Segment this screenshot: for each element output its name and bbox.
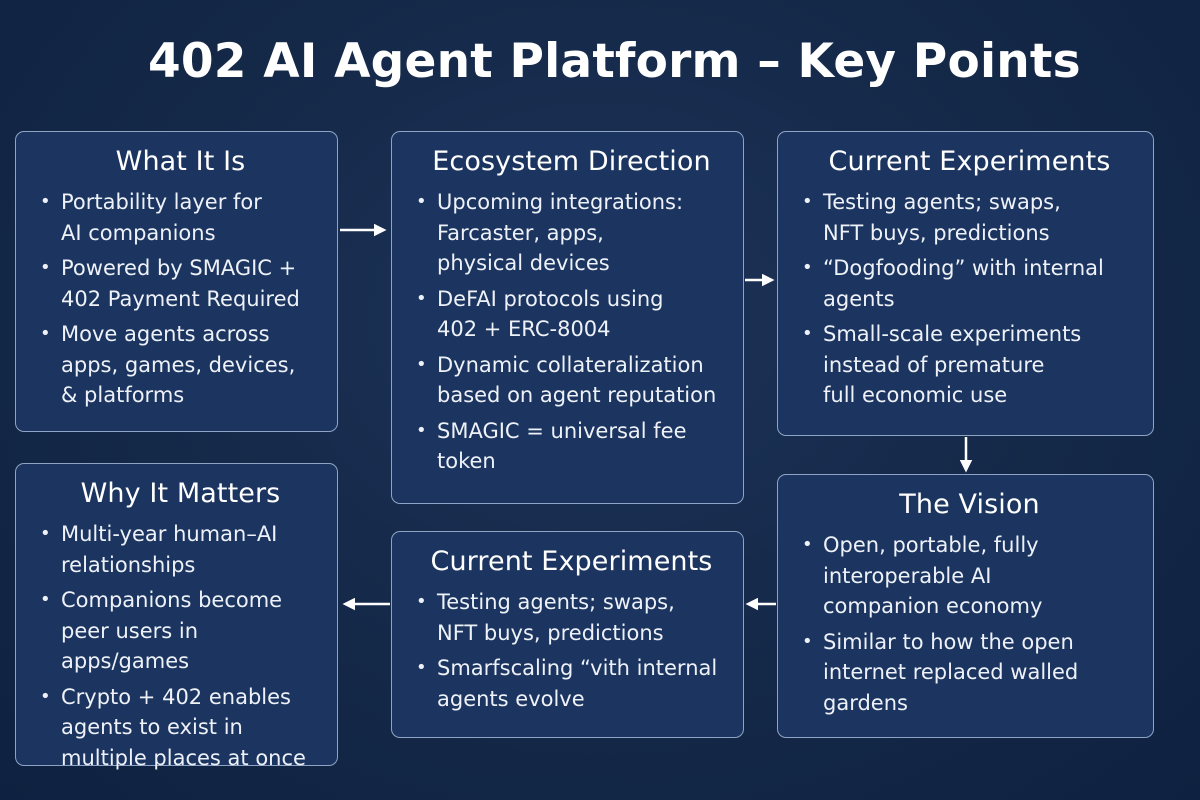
bullet-item: Move agents across apps, games, devices,… [40,319,321,411]
bullet-item: Testing agents; swaps, NFT buys, predict… [416,587,727,648]
bullet-list: Multi-year human–AI relationships Compan… [40,519,321,773]
bullet-item: Small-scale experiments instead of prema… [802,319,1137,411]
box-current-experiments-bottom: Current Experiments Testing agents; swap… [391,531,744,738]
box-heading: Why It Matters [80,478,281,509]
bullet-item: Testing agents; swaps, NFT buys, predict… [802,187,1137,248]
bullet-list: Portability layer for AI companions Powe… [40,187,321,411]
bullet-list: Open, portable, fully interoperable AI c… [802,530,1137,718]
bullet-item: Crypto + 402 enables agents to exist in … [40,682,321,774]
box-heading: Ecosystem Direction [432,146,711,177]
box-heading: What It Is [115,146,246,177]
bullet-item: Multi-year human–AI relationships [40,519,321,580]
box-what-it-is: What It Is Portability layer for AI comp… [15,131,338,432]
bullet-item: Upcoming integrations: Farcaster, apps, … [416,187,727,279]
box-heading: The Vision [899,489,1040,520]
box-ecosystem-direction: Ecosystem Direction Upcoming integration… [391,131,744,504]
box-why-it-matters: Why It Matters Multi-year human–AI relat… [15,463,338,770]
bullet-list: Upcoming integrations: Farcaster, apps, … [416,187,727,477]
box-the-vision: The Vision Open, portable, fully interop… [777,474,1154,738]
bullet-list: Testing agents; swaps, NFT buys, predict… [416,587,727,714]
bullet-item: SMAGIC = universal fee token [416,416,727,477]
bullet-item: Portability layer for AI companions [40,187,321,248]
bullet-item: “Dogfooding” with internal agents [802,253,1137,314]
bullet-item: Open, portable, fully interoperable AI c… [802,530,1137,622]
box-current-experiments-top: Current Experiments Testing agents; swap… [777,131,1154,436]
bullet-item: Companions become peer users in apps/gam… [40,585,321,677]
bullet-item: DeFAI protocols using 402 + ERC-8004 [416,284,727,345]
box-heading: Current Experiments [430,546,713,577]
box-heading: Current Experiments [828,146,1111,177]
bullet-list: Testing agents; swaps, NFT buys, predict… [802,187,1137,411]
bullet-item: Powered by SMAGIC + 402 Payment Required [40,253,321,314]
bullet-item: Similar to how the open internet replace… [802,627,1137,719]
page-title: 402 AI Agent Platform – Key Points [148,34,1081,89]
bullet-item: Dynamic collateralization based on agent… [416,350,727,411]
bullet-item: Smarfscaling “vith internal agents evolv… [416,653,727,714]
